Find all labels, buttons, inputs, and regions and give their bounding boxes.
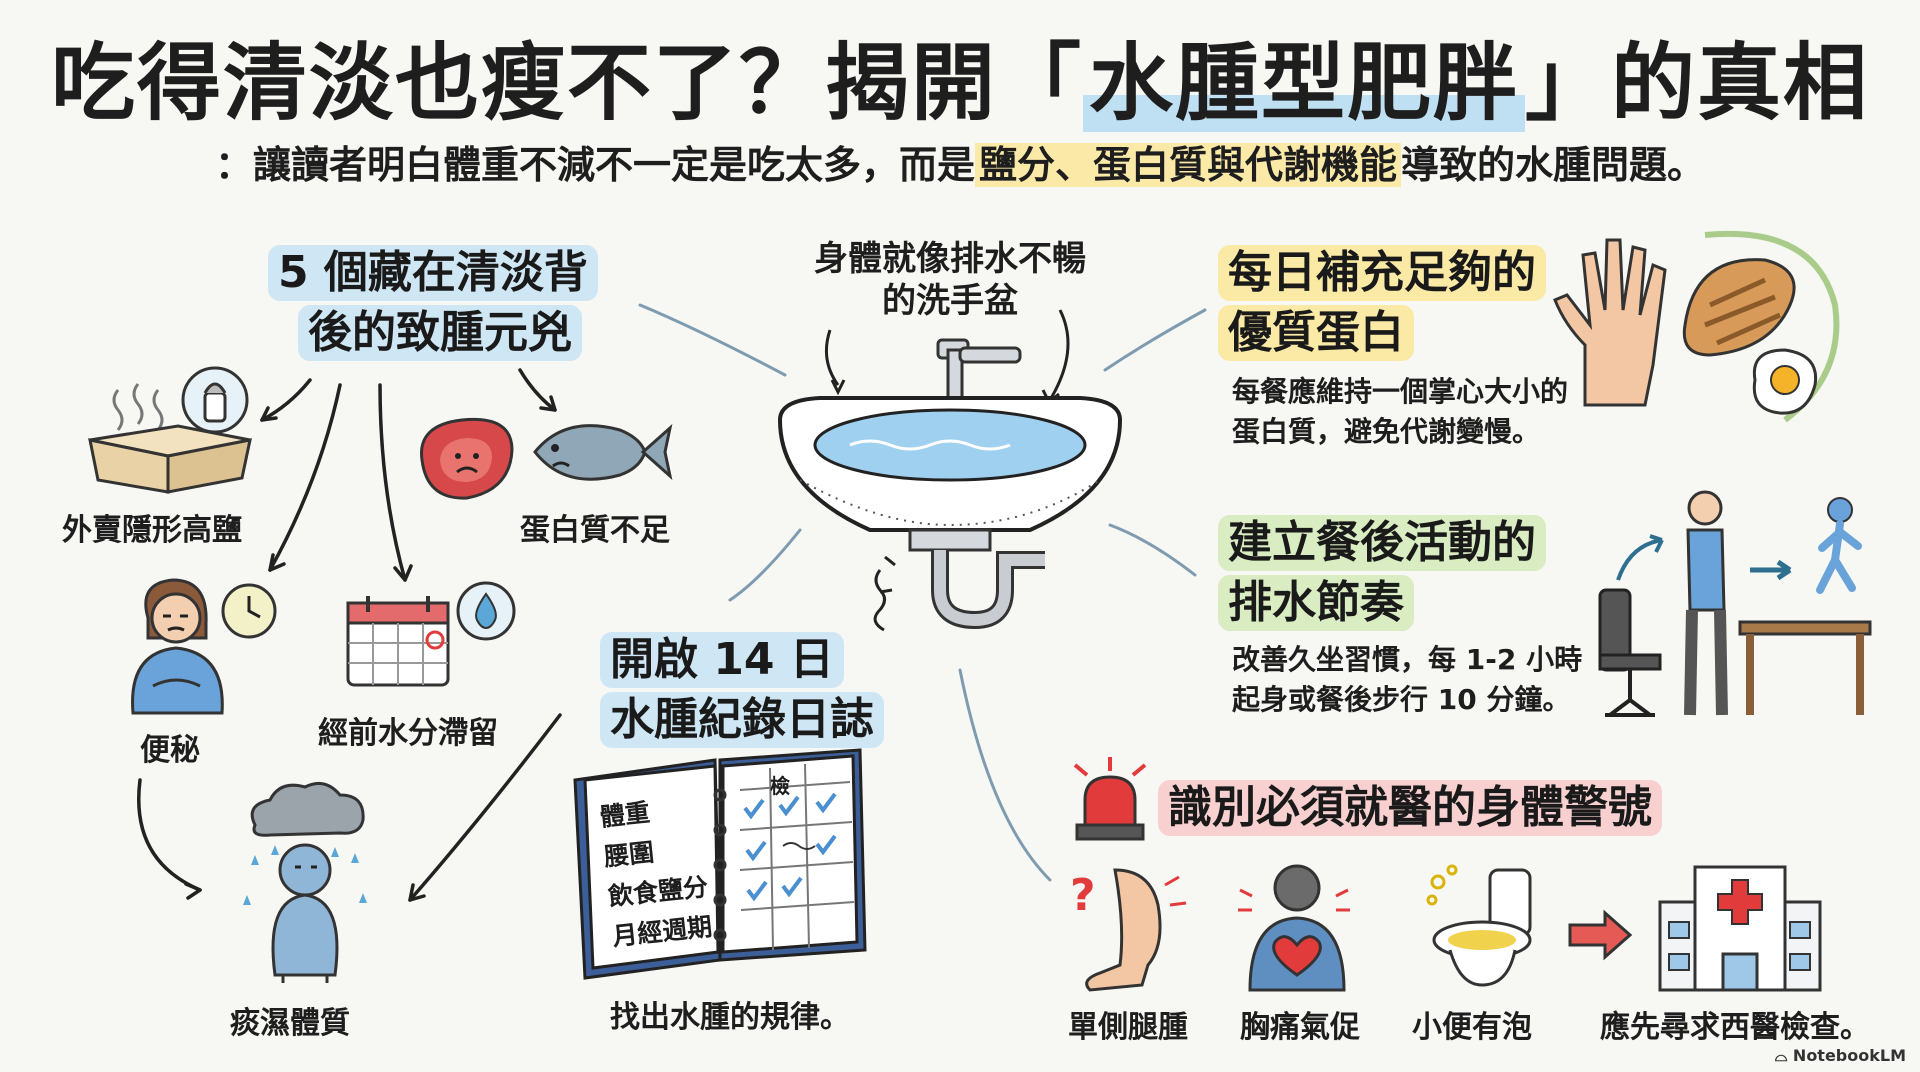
subtitle-text-end: 導致的水腫問題。 [1401, 143, 1706, 187]
warning-header: 識別必須就醫的身體警號 [1158, 780, 1662, 836]
title-highlight: 水腫型肥胖 [1082, 34, 1525, 132]
arrow-right-icon [1568, 909, 1633, 961]
warning-label-doctor: 應先尋求西醫檢查。 [1600, 1010, 1870, 1045]
warning-label-leg: 單側腿腫 [1068, 1010, 1188, 1045]
activity-header: 建立餐後活動的 排水節奏 [1218, 515, 1546, 631]
notebooklm-logo-icon: ⌓ [1774, 1046, 1788, 1065]
calendar-icon [346, 596, 450, 687]
chest-pain-icon [1238, 864, 1350, 992]
culprits-header: 5 個藏在清淡背 後的致腫元兇 [268, 245, 598, 361]
warning-header-text: 識別必須就醫的身體警號 [1158, 780, 1662, 836]
culprit-label-constipation: 便秘 [140, 733, 200, 768]
diary-notebook-icon [573, 748, 867, 980]
title-text-start: 吃得清淡也瘦不了？揭開「 [50, 34, 1083, 132]
alarm-siren-icon [1073, 757, 1147, 841]
credit-text: NotebookLM [1792, 1046, 1906, 1065]
palm-and-protein-icon [1553, 230, 1840, 423]
center-note-line2: 的洗手盆 [882, 281, 1018, 321]
subtitle: ：讓讀者明白體重不減不一定是吃太多，而是鹽分、蛋白質與代謝機能導致的水腫問題。 [0, 140, 1920, 190]
svg-text:?: ? [1070, 870, 1096, 921]
salt-shaker-icon [181, 366, 249, 434]
activity-desc-line1: 改善久坐習慣，每 1-2 小時 [1232, 643, 1583, 676]
constipation-woman-icon [131, 578, 224, 715]
diary-row-labels: 體重 腰圍 飲食鹽分 月經週期 [598, 788, 714, 958]
protein-header-line2: 優質蛋白 [1218, 305, 1414, 361]
takeout-box-icon [88, 383, 252, 494]
water-drop-icon [456, 581, 516, 641]
protein-header: 每日補充足夠的 優質蛋白 [1218, 245, 1546, 361]
subtitle-text-start: ：讓讀者明白體重不減不一定是吃太多，而是 [214, 143, 975, 187]
diary-header: 開啟 14 日 水腫紀錄日誌 [600, 632, 884, 748]
clock-icon [221, 583, 277, 639]
diary-col-head: 檢 [770, 774, 790, 798]
sink-icon [777, 309, 1123, 632]
hospital-icon [1658, 865, 1822, 992]
culprit-label-protein: 蛋白質不足 [520, 513, 670, 548]
activity-header-line1: 建立餐後活動的 [1218, 515, 1546, 571]
warning-label-chest: 胸痛氣促 [1240, 1010, 1360, 1045]
toilet-foam-icon [1426, 864, 1532, 987]
culprit-label-damp: 痰濕體質 [230, 1006, 350, 1041]
subtitle-highlight: 鹽分、蛋白質與代謝機能 [974, 143, 1401, 187]
warning-label-urine: 小便有泡 [1412, 1010, 1532, 1045]
culprits-header-line2: 後的致腫元兇 [298, 305, 582, 361]
protein-desc: 每餐應維持一個掌心大小的 蛋白質，避免代謝變慢。 [1232, 372, 1568, 452]
stand-and-walk-icon [1598, 490, 1872, 717]
protein-desc-line2: 蛋白質，避免代謝變慢。 [1232, 415, 1541, 448]
culprits-header-line1: 5 個藏在清淡背 [268, 245, 598, 301]
activity-header-line2: 排水節奏 [1218, 575, 1414, 631]
diary-header-line2: 水腫紀錄日誌 [600, 692, 884, 748]
activity-desc-line2: 起身或餐後步行 10 分鐘。 [1232, 683, 1571, 716]
title-text-end: 」的真相 [1525, 34, 1870, 132]
swollen-leg-icon: ? [1070, 868, 1187, 992]
sad-meat-icon [420, 417, 514, 500]
fish-icon [533, 423, 673, 481]
center-note-line1: 身體就像排水不暢 [814, 239, 1086, 279]
activity-desc: 改善久坐習慣，每 1-2 小時 起身或餐後步行 10 分鐘。 [1232, 640, 1582, 720]
center-note: 身體就像排水不暢 的洗手盆 [780, 238, 1120, 322]
protein-header-line1: 每日補充足夠的 [1218, 245, 1546, 301]
rain-cloud-person-icon [243, 781, 367, 983]
diary-caption: 找出水腫的規律。 [610, 1000, 850, 1035]
culprit-label-salt: 外賣隱形高鹽 [62, 513, 242, 548]
culprit-label-pms: 經前水分滯留 [318, 716, 498, 751]
notebooklm-credit: ⌓ NotebookLM [1775, 1046, 1906, 1066]
protein-desc-line1: 每餐應維持一個掌心大小的 [1232, 375, 1569, 408]
diary-header-line1: 開啟 14 日 [600, 632, 844, 688]
page-title: 吃得清淡也瘦不了？揭開「水腫型肥胖」的真相 [0, 28, 1920, 138]
